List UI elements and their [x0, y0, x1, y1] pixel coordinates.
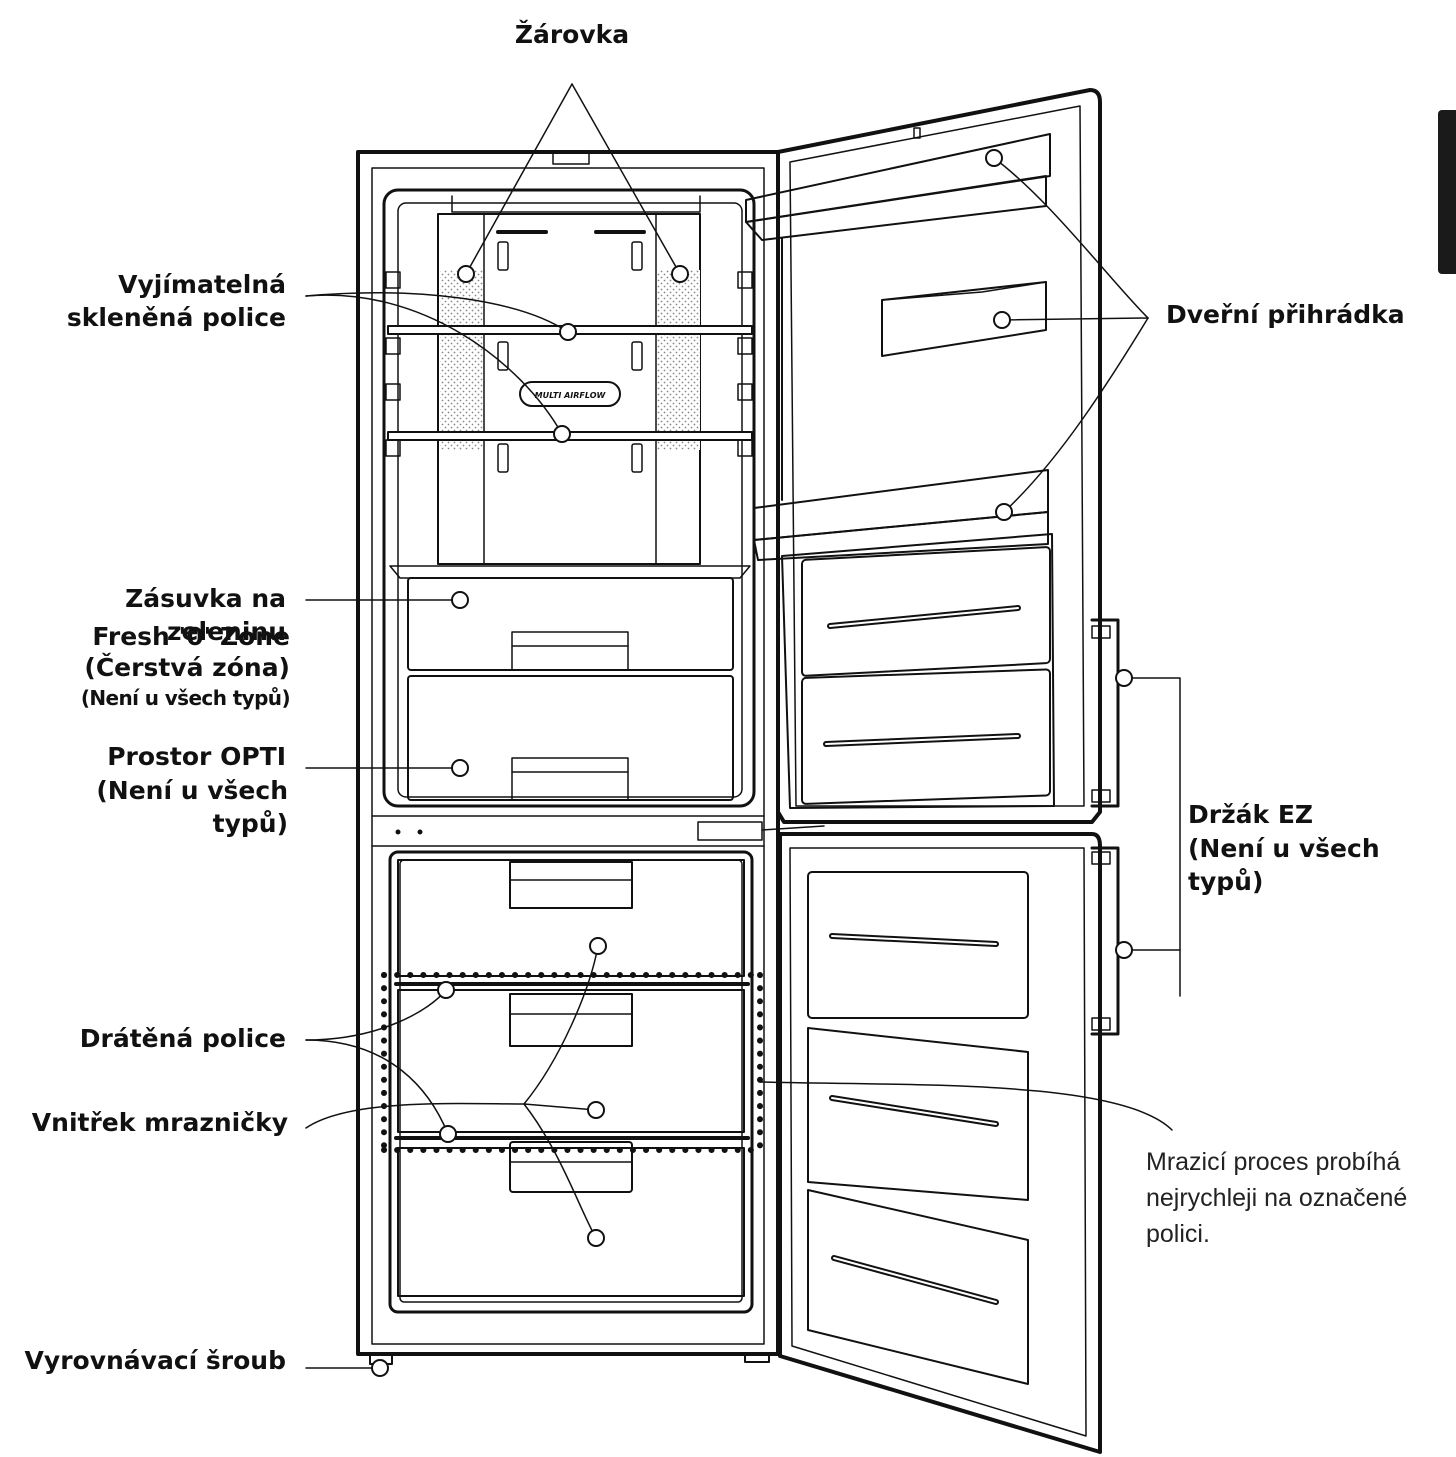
fridge-compartment: [382, 188, 756, 808]
wire-shelf-label: Drátěná police: [79, 1024, 286, 1053]
ez-handle-label-line1: Držák EZ: [1188, 800, 1314, 829]
fresh-zone-label-line1: Fresh '0' Zone: [92, 622, 290, 651]
freeze-note-line1: Mrazicí proces probíhá: [1146, 1148, 1401, 1176]
multi-airflow-badge: MULTI AIRFLOW: [535, 391, 607, 400]
opti-label-line1: Prostor OPTI: [107, 742, 286, 771]
fridge-door: [745, 88, 1102, 824]
freeze-note-line2: nejrychleji na označené: [1146, 1184, 1408, 1212]
glass-shelf-label-line2: skleněná police: [66, 303, 286, 332]
callout-markers: [371, 149, 1133, 1377]
leveling-screw-label: Vyrovnávací šroub: [24, 1346, 286, 1375]
glass-shelf-label-line1: Vyjímatelná: [118, 270, 286, 299]
door-bin-label: Dveřní přihrádka: [1166, 300, 1405, 329]
ez-handle: [1090, 618, 1120, 1036]
opti-label-line2: (Není u všech typů): [96, 776, 288, 838]
side-tab: [1438, 110, 1456, 274]
leader-lines: [305, 83, 1181, 1369]
freezer-compartment: [388, 850, 754, 1314]
fast-freeze-area: [381, 972, 763, 1153]
fresh-zone-label-line3: (Není u všech typů): [80, 686, 291, 710]
bulb-label: Žárovka: [514, 20, 630, 49]
freezer-interior-label: Vnitřek mrazničky: [31, 1108, 288, 1137]
control-strip: [371, 815, 825, 847]
ez-handle-label-line2: (Není u všech typů): [1188, 834, 1380, 896]
fresh-zone-label-line2: (Čerstvá zóna): [84, 653, 290, 682]
freezer-door: [778, 832, 1102, 1454]
vegetable-drawer-label: Zásuvka na zeleninu: [125, 584, 286, 646]
freeze-note-line3: polici.: [1146, 1220, 1210, 1248]
crisper-drawers: [389, 565, 751, 801]
